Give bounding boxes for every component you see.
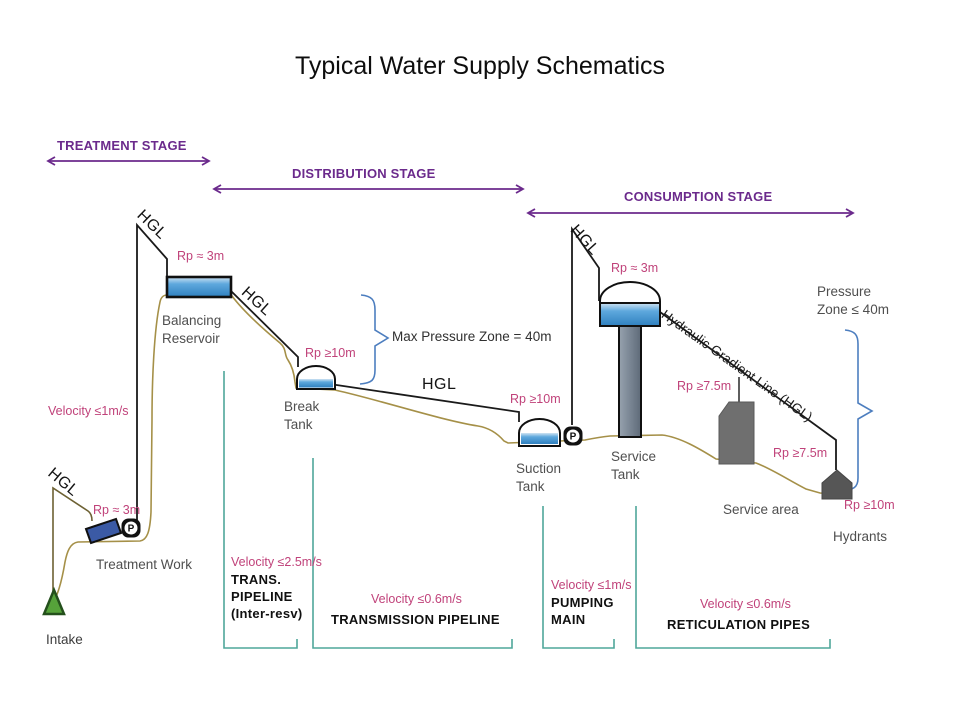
service-tank-shape [599, 281, 661, 438]
pump-icon-treatment: P [121, 518, 141, 538]
hgl-breaktank-to-suction [322, 382, 520, 422]
intake-marker [42, 586, 66, 616]
distribution-stage-label: DISTRIBUTION STAGE [292, 166, 436, 181]
pump-icon-suction: P [563, 426, 583, 446]
balancing-reservoir-tank [165, 275, 233, 299]
velocity-intake-label: Velocity ≤1m/s [48, 404, 129, 418]
rp-suction-label: Rp ≥10m [510, 392, 561, 406]
service-area-building [718, 401, 755, 465]
rp-treatment-label: Rp ≈ 3m [93, 503, 141, 517]
hgl-lines [136, 222, 837, 524]
hgl-servicetank-to-hydrant [659, 311, 837, 470]
velocity-pumping-label: Velocity ≤1m/s [551, 578, 632, 592]
transmission-pipeline-label: TRANSMISSION PIPELINE [331, 612, 500, 627]
hydrant-shape [821, 469, 853, 500]
svg-text:P: P [570, 432, 577, 443]
break-tank-shape [296, 365, 336, 390]
max-pressure-zone-label: Max Pressure Zone = 40m [392, 329, 552, 344]
rp-servicearea-label: Rp ≥7.5m [773, 446, 828, 460]
page-title: Typical Water Supply Schematics [294, 52, 666, 80]
intake-hgl-line [52, 486, 93, 601]
service-tank-label: Service Tank [611, 449, 657, 482]
treatment-work-label: Treatment Work [96, 557, 193, 572]
pressure-zone-brace [840, 329, 874, 492]
balancing-reservoir-label: Balancing Reservoir [162, 313, 222, 346]
pumping-main-label: PUMPING MAIN [551, 595, 614, 627]
hgl-pump-to-servicetank [571, 226, 600, 425]
trans-pipeline-label: TRANS. PIPELINE (Inter-resv) [231, 572, 303, 621]
treatment-stage-label: TREATMENT STAGE [57, 138, 187, 153]
velocity-reticulation-label: Velocity ≤0.6m/s [700, 597, 791, 611]
break-tank-label: Break Tank [284, 399, 320, 432]
transmission-bracket [312, 458, 513, 649]
reticulation-bracket [635, 506, 831, 649]
rp-breaktank-label: Rp ≥10m [305, 346, 356, 360]
consumption-stage-label: CONSUMPTION STAGE [624, 189, 773, 204]
svg-text:P: P [128, 524, 135, 535]
stage-arrows [46, 156, 855, 218]
suction-tank-shape [518, 418, 561, 447]
hgl-treatment-to-reservoir [136, 222, 168, 524]
service-area-label: Service area [723, 502, 799, 517]
hgl-label-transmission: HGL [422, 376, 457, 393]
pipeline-brackets [223, 371, 831, 649]
velocity-transmission-label: Velocity ≤0.6m/s [371, 592, 462, 606]
max-pressure-brace [359, 294, 390, 385]
terrain-profile-line [51, 294, 849, 605]
pressure-zone-label: Pressure Zone ≤ 40m [817, 284, 889, 317]
pumping-main-bracket [542, 506, 615, 649]
rp-reservoir-label: Rp ≈ 3m [177, 249, 225, 263]
hgl-reservoir-to-breaktank [230, 290, 299, 367]
trans-pipeline-bracket [223, 371, 298, 649]
rp-building-label: Rp ≥7.5m [677, 379, 732, 393]
reticulation-pipes-label: RETICULATION PIPES [667, 617, 811, 632]
velocity-trans-label: Velocity ≤2.5m/s [231, 555, 322, 569]
treatment-work-shape [84, 517, 123, 545]
rp-servicetank-label: Rp ≈ 3m [611, 261, 659, 275]
hydrants-label: Hydrants [833, 529, 888, 544]
rp-hydrant-label: Rp ≥10m [844, 498, 895, 512]
intake-label: Intake [46, 632, 83, 647]
suction-tank-label: Suction Tank [516, 461, 562, 494]
